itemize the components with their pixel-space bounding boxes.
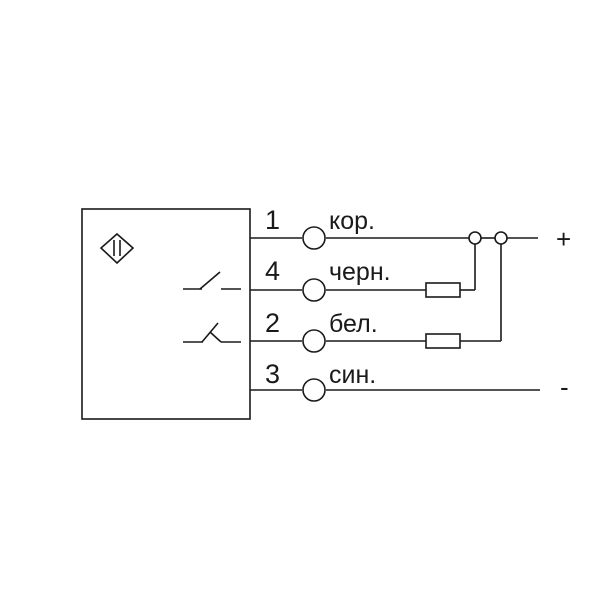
pin-number: 2 bbox=[265, 308, 280, 338]
junction-node bbox=[494, 231, 508, 245]
terminal-pin-4 bbox=[302, 278, 326, 302]
normally-closed-contact-icon bbox=[183, 322, 241, 343]
proximity-sensor-diamond-icon bbox=[99, 232, 135, 265]
load-resistor-icon bbox=[425, 282, 461, 298]
junction-node bbox=[468, 231, 482, 245]
supply-minus-label: - bbox=[560, 372, 569, 402]
sensor-housing bbox=[81, 208, 251, 420]
wire-pin-4 bbox=[250, 244, 476, 291]
terminal-pin-2 bbox=[302, 329, 326, 353]
load-resistor-icon bbox=[425, 333, 461, 349]
pin-number: 4 bbox=[265, 256, 280, 286]
wire-pin-2 bbox=[250, 244, 502, 342]
wire-color-label: син. bbox=[329, 361, 376, 389]
wire-color-label: бел. bbox=[329, 310, 378, 338]
pin-number: 3 bbox=[265, 359, 280, 389]
terminal-pin-1 bbox=[302, 226, 326, 250]
wire-color-label: черн. bbox=[329, 258, 391, 286]
terminal-pin-3 bbox=[302, 378, 326, 402]
normally-open-contact-icon bbox=[183, 271, 241, 290]
pin-number: 1 bbox=[265, 205, 280, 235]
wire-color-label: кор. bbox=[329, 207, 375, 235]
supply-plus-label: + bbox=[556, 224, 571, 254]
